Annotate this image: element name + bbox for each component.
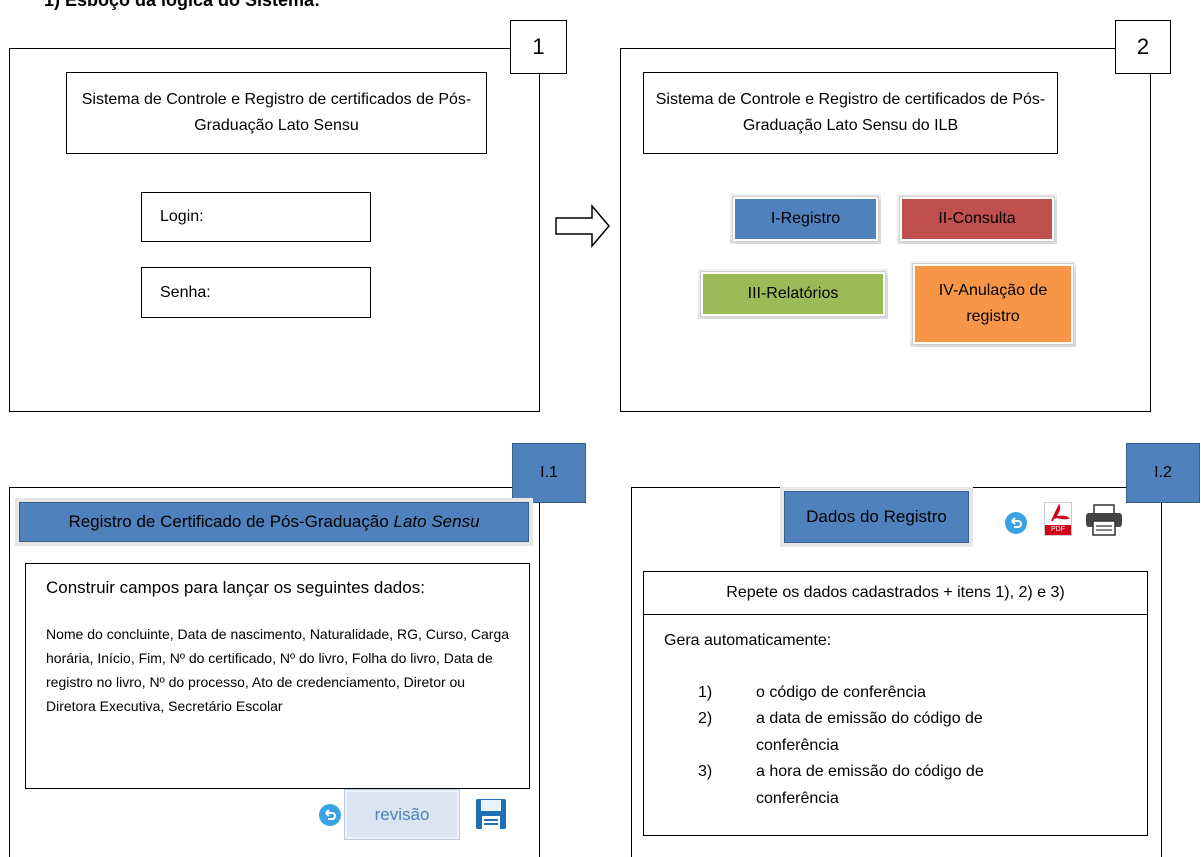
list-item-text: o código de conferência bbox=[756, 684, 926, 701]
list-item: 3) a hora de emissão do código de confer… bbox=[698, 759, 1078, 812]
screen-1-title: Sistema de Controle e Registro de certif… bbox=[66, 72, 487, 154]
screen-i2-header: Dados do Registro bbox=[784, 491, 969, 543]
list-item-number: 1) bbox=[698, 684, 713, 701]
screen-i1-intro: Construir campos para lançar os seguinte… bbox=[46, 578, 425, 597]
revisao-button[interactable]: revisão bbox=[345, 790, 459, 839]
pdf-label: PDF bbox=[1045, 525, 1071, 535]
screen-i1-fields: Nome do concluinte, Data de nascimento, … bbox=[46, 626, 510, 715]
screen-i1-number: I.1 bbox=[512, 443, 586, 503]
screen-2-title: Sistema de Controle e Registro de certif… bbox=[643, 72, 1058, 154]
list-item-number: 2) bbox=[698, 710, 713, 728]
anulacao-button[interactable]: IV-Anulação de registro bbox=[912, 263, 1074, 345]
screen-1-number: 1 bbox=[510, 20, 567, 74]
pdf-icon[interactable]: PDF bbox=[1044, 502, 1072, 536]
save-icon[interactable] bbox=[475, 798, 507, 830]
senha-label: Senha: bbox=[160, 283, 211, 301]
screen-i1-frame bbox=[9, 487, 540, 857]
registro-button[interactable]: I-Registro bbox=[732, 196, 879, 242]
relatorios-button[interactable]: III-Relatórios bbox=[700, 271, 886, 317]
screen-i1-header: Registro de Certificado de Pós-Graduação… bbox=[19, 502, 529, 542]
screen-i1-header-main: Registro de Certificado de Pós-Graduação bbox=[68, 512, 394, 531]
arrow-right-icon bbox=[555, 204, 610, 248]
undo-icon[interactable] bbox=[319, 804, 341, 826]
section-heading: 1) Esboço da lógica do Sistema: bbox=[44, 0, 321, 10]
list-item-text: a hora de emissão do código de conferênc… bbox=[756, 763, 984, 807]
screen-i2-item-list: 1) o código de conferência 2) a data de … bbox=[698, 680, 1078, 812]
list-item-number: 3) bbox=[698, 763, 713, 781]
screen-i1-content: Construir campos para lançar os seguinte… bbox=[25, 563, 530, 789]
screen-i1-header-italic: Lato Sensu bbox=[393, 512, 480, 531]
list-item: 1) o código de conferência bbox=[698, 680, 1078, 706]
consulta-button[interactable]: II-Consulta bbox=[899, 196, 1055, 242]
printer-icon[interactable] bbox=[1084, 503, 1124, 537]
screen-i2-repeat: Repete os dados cadastrados + itens 1), … bbox=[643, 571, 1148, 615]
screen-i2-frame bbox=[631, 487, 1162, 857]
screen-i2-auto: Gera automaticamente: bbox=[664, 632, 832, 649]
screen-2-number: 2 bbox=[1115, 20, 1171, 74]
list-item-text: a data de emissão do código de conferênc… bbox=[756, 710, 983, 754]
screen-i2-number: I.2 bbox=[1126, 443, 1200, 503]
undo-icon-2[interactable] bbox=[1005, 512, 1027, 534]
login-field[interactable]: Login: bbox=[141, 192, 371, 242]
list-item: 2) a data de emissão do código de confer… bbox=[698, 706, 1078, 759]
login-label: Login: bbox=[160, 208, 204, 225]
screen-i2-content bbox=[643, 571, 1148, 836]
senha-field[interactable]: Senha: bbox=[141, 267, 371, 318]
